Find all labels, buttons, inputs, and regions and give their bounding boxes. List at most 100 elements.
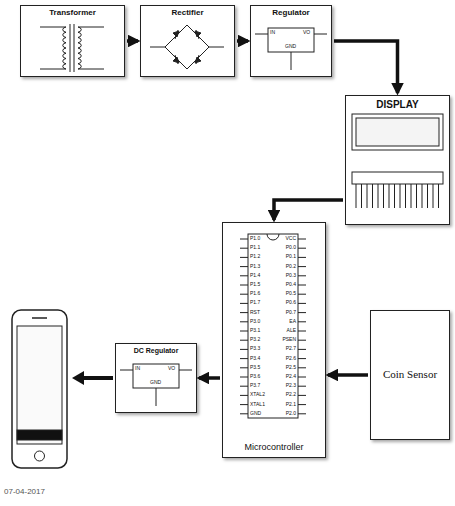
regulator-box: Regulator: [250, 5, 332, 77]
diode-bar: [196, 55, 199, 64]
pin-name: EA: [289, 319, 296, 324]
chip-pin: [240, 294, 248, 295]
pin-name: P3.4: [250, 356, 260, 361]
chip-pin: [240, 285, 248, 286]
transformer-lead: [40, 27, 62, 28]
pin-name: P3.0: [250, 319, 260, 324]
coil-winding: [63, 32, 66, 37]
lcd-pin: [372, 184, 373, 208]
chip-pin: [298, 413, 306, 414]
regulator-pin: [255, 34, 268, 35]
pin-name: P2.7: [286, 346, 296, 351]
chip-pin: [240, 312, 248, 313]
pin-name: P0.5: [286, 291, 296, 296]
pin-name: VO: [303, 30, 310, 35]
lcd-pin: [405, 184, 406, 208]
chip-pin: [298, 321, 306, 322]
chip-pin: [298, 377, 306, 378]
date-note: 07-04-2017: [4, 488, 45, 496]
chip-pin: [240, 377, 248, 378]
chip-pin: [298, 358, 306, 359]
chip-pin: [240, 413, 248, 414]
transformer-core: [74, 24, 75, 72]
pin-name: GND: [285, 44, 296, 49]
coil-lead: [62, 69, 66, 70]
pin-name: P2.4: [286, 374, 296, 379]
chip-pin: [240, 331, 248, 332]
chip-pin: [298, 395, 306, 396]
pin-name: P2.6: [286, 356, 296, 361]
lcd-pin: [356, 184, 357, 208]
lcd-pin: [433, 184, 434, 208]
pin-name: GND: [150, 380, 161, 385]
coil-winding: [78, 43, 81, 48]
transformer-box: Transformer: [20, 5, 125, 77]
chip-pin: [240, 386, 248, 387]
chip-pin: [298, 266, 306, 267]
lcd-pin: [383, 184, 384, 208]
flow-arrow: [127, 39, 138, 43]
coil-winding: [63, 48, 66, 53]
bridge-rectifier: [165, 25, 209, 69]
chip-pin: [298, 303, 306, 304]
diode-symbol: [173, 31, 201, 63]
flow-arrow: [334, 41, 398, 93]
lcd-frame: [352, 114, 443, 150]
pin-name: P3.6: [250, 374, 260, 379]
chip-pin: [240, 266, 248, 267]
coil-winding: [63, 53, 66, 58]
coil-winding: [78, 27, 81, 32]
box-heading: DISPLAY: [376, 99, 418, 110]
lcd-pin: [389, 184, 390, 208]
transformer-lead: [40, 69, 62, 70]
pin-name: XTAL2: [250, 392, 265, 397]
pin-name: P1.5: [250, 282, 260, 287]
coil-winding: [63, 43, 66, 48]
flow-arrow: [237, 39, 248, 43]
pin-name: P2.0: [286, 411, 296, 416]
pin-name: P1.1: [250, 245, 260, 250]
coil-winding: [78, 38, 81, 43]
box-heading: Transformer: [49, 9, 96, 18]
phone-body: [12, 310, 67, 468]
lcd-pin: [361, 184, 362, 208]
lcd-pin: [411, 184, 412, 208]
box-heading: Coin Sensor: [383, 368, 437, 380]
box-heading: Rectifier: [171, 9, 203, 18]
lcd-pin: [367, 184, 368, 208]
pin-name: P3.3: [250, 346, 260, 351]
chip-pin: [298, 285, 306, 286]
regulator-symbol: [133, 364, 179, 388]
flow-arrow: [274, 200, 343, 220]
chip-pin: [298, 404, 306, 405]
pin-name: P0.3: [286, 273, 296, 278]
coil-lead: [62, 27, 66, 28]
pin-name: P2.3: [286, 383, 296, 388]
regulator-pin: [120, 370, 133, 371]
chip-pin: [298, 257, 306, 258]
phone-screen: [17, 326, 62, 444]
transformer-lead: [82, 27, 104, 28]
chip-pin: [240, 349, 248, 350]
pin-name: P1.7: [250, 300, 260, 305]
microcontroller-box: Microcontroller: [222, 222, 326, 458]
bridge-lead: [209, 47, 224, 48]
chip-pin: [240, 275, 248, 276]
chip-pin: [240, 257, 248, 258]
diode-bar: [196, 30, 199, 39]
phone-button: [35, 451, 45, 461]
bridge-lead: [150, 47, 165, 48]
lcd-pin: [416, 184, 417, 208]
lcd-pin: [438, 184, 439, 208]
coil-winding: [78, 32, 81, 37]
pin-name: PSEN: [282, 337, 296, 342]
chip-pin: [240, 248, 248, 249]
pin-name: P2.1: [286, 402, 296, 407]
chip-pin: [240, 395, 248, 396]
lcd-pin: [394, 184, 395, 208]
regulator-pin: [156, 388, 157, 406]
chip-pin: [240, 367, 248, 368]
